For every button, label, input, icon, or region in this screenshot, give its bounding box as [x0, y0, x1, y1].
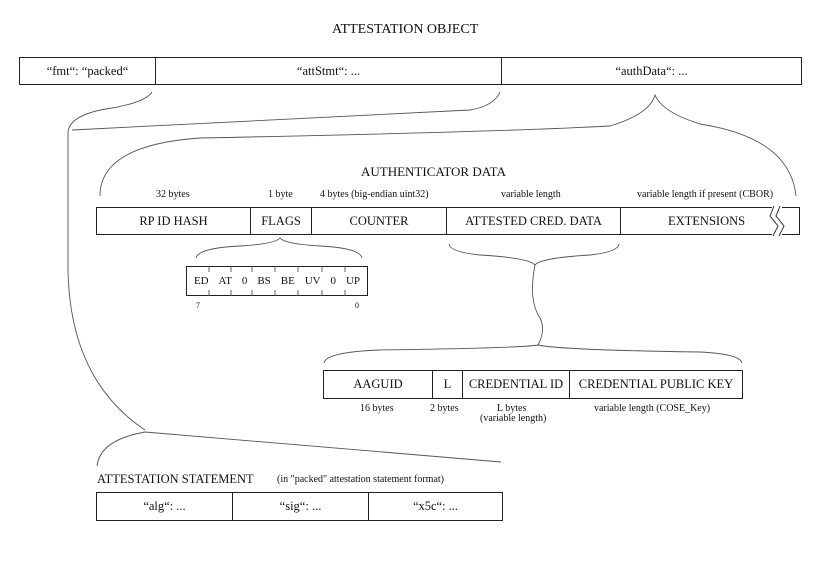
- flag-bit-ed: ED: [193, 275, 209, 287]
- x5c-field-label: “x5c“: ...: [412, 499, 459, 513]
- flags-bit-ticks: [208, 266, 346, 296]
- flags-brace: [195, 237, 363, 259]
- attstmt-brace: [67, 91, 153, 133]
- credential-public-key-label: CREDENTIAL PUBLIC KEY: [578, 377, 734, 391]
- authdata-field-label: “authData“: ...: [615, 63, 688, 78]
- credential-public-key-field: CREDENTIAL PUBLIC KEY: [569, 370, 743, 399]
- authdata-field: “authData“: ...: [501, 57, 802, 85]
- flag-bit-rfu1: 0: [241, 275, 248, 287]
- attestation-statement-note: (in "packed" attestation statement forma…: [277, 474, 444, 485]
- fmt-field-label: “fmt“: “packed“: [46, 63, 129, 78]
- flag-bit-rfu2: 0: [330, 275, 337, 287]
- attested-connector-line: [531, 264, 543, 346]
- length-size-label: 2 bytes: [430, 403, 459, 414]
- rpid-size-label: 32 bytes: [156, 189, 190, 200]
- credential-public-key-size-label: variable length (COSE_Key): [594, 403, 711, 414]
- aaguid-field: AAGUID: [323, 370, 433, 399]
- attested-size-label: variable length: [501, 189, 561, 200]
- credential-id-size-note: (variable length): [480, 413, 547, 424]
- attestation-statement-heading: ATTESTATION STATEMENT: [97, 472, 254, 486]
- credential-id-label: CREDENTIAL ID: [468, 377, 564, 391]
- counter-label: COUNTER: [349, 213, 409, 228]
- attestation-statement-brace: [96, 431, 502, 467]
- credential-id-field: CREDENTIAL ID: [462, 370, 570, 399]
- length-label: L: [443, 377, 452, 391]
- authdata-brace: [99, 93, 797, 197]
- length-field: L: [432, 370, 463, 399]
- x5c-field: “x5c“: ...: [368, 492, 503, 521]
- alg-field: “alg“: ...: [96, 492, 233, 521]
- attstmt-brace-right: [71, 91, 501, 131]
- sig-field: “sig“: ...: [232, 492, 369, 521]
- extensions-label: EXTENSIONS: [668, 213, 746, 228]
- flags-label: FLAGS: [261, 213, 301, 228]
- flags-lsb-label: 0: [355, 301, 359, 310]
- aaguid-size-label: 16 bytes: [360, 403, 394, 414]
- flags-field: FLAGS: [250, 207, 312, 235]
- flags-msb-label: 7: [196, 301, 200, 310]
- counter-field: COUNTER: [311, 207, 447, 235]
- sig-field-label: “sig“: ...: [279, 499, 322, 513]
- counter-size-label: 4 bytes (big-endian uint32): [320, 189, 429, 200]
- alg-field-label: “alg“: ...: [143, 499, 186, 513]
- flag-bit-uv: UV: [304, 275, 321, 287]
- flags-bit-box: ED AT 0 BS BE UV 0 UP: [186, 266, 368, 296]
- rpid-hash-label: RP ID HASH: [139, 213, 208, 228]
- attested-cred-data-field: ATTESTED CRED. DATA: [446, 207, 621, 235]
- flag-bit-up: UP: [345, 275, 361, 287]
- cred-data-brace: [323, 344, 743, 364]
- flag-bit-be: BE: [280, 275, 295, 287]
- extensions-size-label: variable length if present (CBOR): [637, 189, 774, 200]
- aaguid-label: AAGUID: [353, 377, 403, 391]
- rpid-hash-field: RP ID HASH: [96, 207, 251, 235]
- page-title: ATTESTATION OBJECT: [332, 22, 479, 37]
- attstmt-field-label: “attStmt“: ...: [296, 63, 361, 78]
- flag-bit-bs: BS: [257, 275, 271, 287]
- flag-bit-at: AT: [218, 275, 232, 287]
- attstmt-connector-line: [67, 132, 146, 431]
- flags-size-label: 1 byte: [268, 189, 293, 200]
- credential-id-size-label: L bytes: [497, 403, 527, 414]
- extensions-field: EXTENSIONS: [620, 207, 800, 235]
- attested-cred-data-label: ATTESTED CRED. DATA: [465, 213, 602, 228]
- authenticator-data-heading: AUTHENTICATOR DATA: [361, 164, 506, 179]
